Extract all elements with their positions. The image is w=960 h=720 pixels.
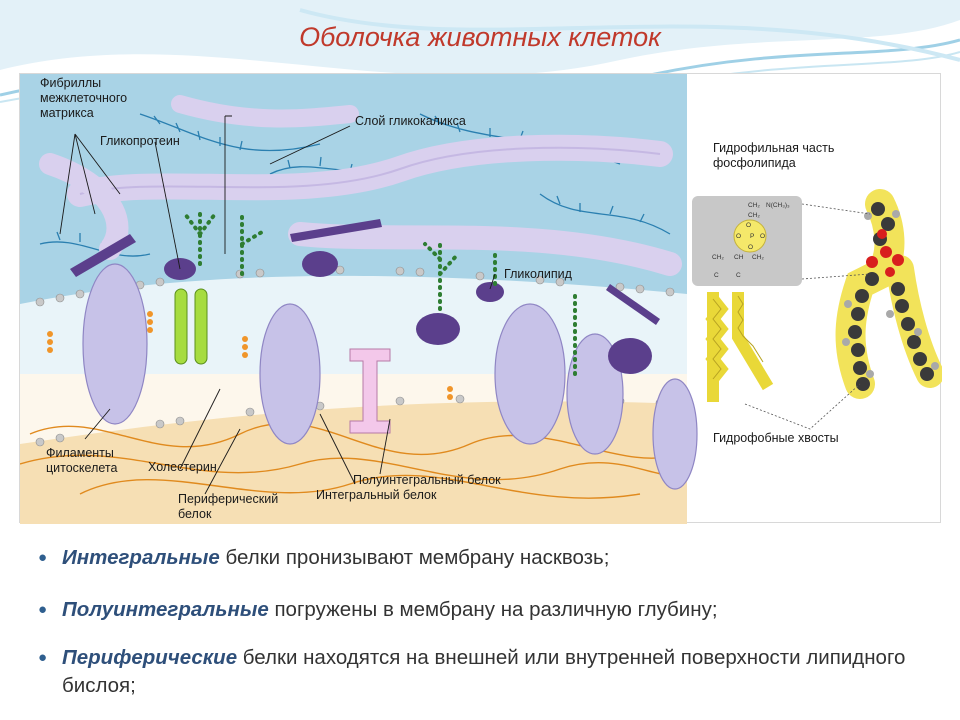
label-semi-integral: Полуинтегральный белок: [353, 473, 501, 487]
bullet-dot-icon: ●: [38, 549, 48, 566]
glycan-chains: [183, 212, 577, 376]
chem-c2: C: [736, 272, 741, 279]
label-integral: Интегральный белок: [316, 488, 437, 502]
label-filaments: Филаменты цитоскелета: [46, 446, 118, 475]
leader-lines: [59, 115, 496, 495]
label-glycoprotein: Гликопротеин: [100, 134, 180, 148]
bullet-dot-icon: ●: [38, 649, 48, 666]
bullet-text: погружены в мембрану на различную глубин…: [268, 598, 718, 621]
phospholipid-diagram: [692, 189, 942, 430]
label-fibrils: Фибриллы межклеточного матрикса: [40, 76, 128, 120]
bullet-term: Периферические: [62, 646, 238, 669]
chem-p: P: [750, 233, 755, 240]
slide-title: Оболочка животных клеток: [299, 22, 661, 52]
chem-o1: O: [746, 222, 752, 229]
fibril: [288, 222, 682, 276]
chem-o2: O: [736, 233, 742, 240]
chem-ch2-c: CH₂: [712, 254, 724, 261]
cholesterol-molecules: [47, 311, 453, 400]
bullet-term: Интегральные: [62, 546, 220, 569]
chem-o3: O: [760, 233, 766, 240]
bullet-dot-icon: ●: [38, 601, 48, 618]
fibril: [39, 153, 129, 260]
chem-o4: O: [748, 244, 754, 251]
bullet-text: белки пронизывают мембрану насквозь;: [219, 546, 610, 569]
chem-ch2-b: CH₂: [748, 212, 760, 219]
chem-c1: C: [714, 272, 719, 279]
label-hydrophobic: Гидрофобные хвосты: [713, 431, 839, 445]
label-glycolipid: Гликолипид: [504, 267, 572, 281]
fibril: [171, 95, 359, 128]
channel-protein: [174, 288, 188, 365]
bullet-term: Полуинтегральные: [62, 598, 269, 621]
bullet-text: белки находятся на внешней или внутренне…: [62, 646, 906, 697]
chem-ch2-d: CH₂: [752, 254, 764, 261]
label-peripheral: Периферический белок: [178, 492, 279, 521]
chem-ch: CH: [734, 254, 744, 261]
chem-ch2-a: CH₂: [748, 202, 760, 209]
cytoskeleton-filaments: [20, 422, 688, 499]
membrane-figure: Фибриллы межклеточного матрикса Гликопро…: [19, 73, 942, 524]
semi-integral-protein: [349, 348, 391, 434]
membrane-illustration: [20, 74, 942, 524]
label-hydrophilic: Гидрофильная часть фосфолипида: [713, 141, 835, 170]
integral-proteins: [82, 263, 698, 490]
label-cholesterol: Холестерин: [148, 460, 217, 474]
chem-nch3: N(CH₃)₃: [766, 202, 790, 209]
label-glycocalyx: Слой гликокаликса: [355, 114, 466, 128]
